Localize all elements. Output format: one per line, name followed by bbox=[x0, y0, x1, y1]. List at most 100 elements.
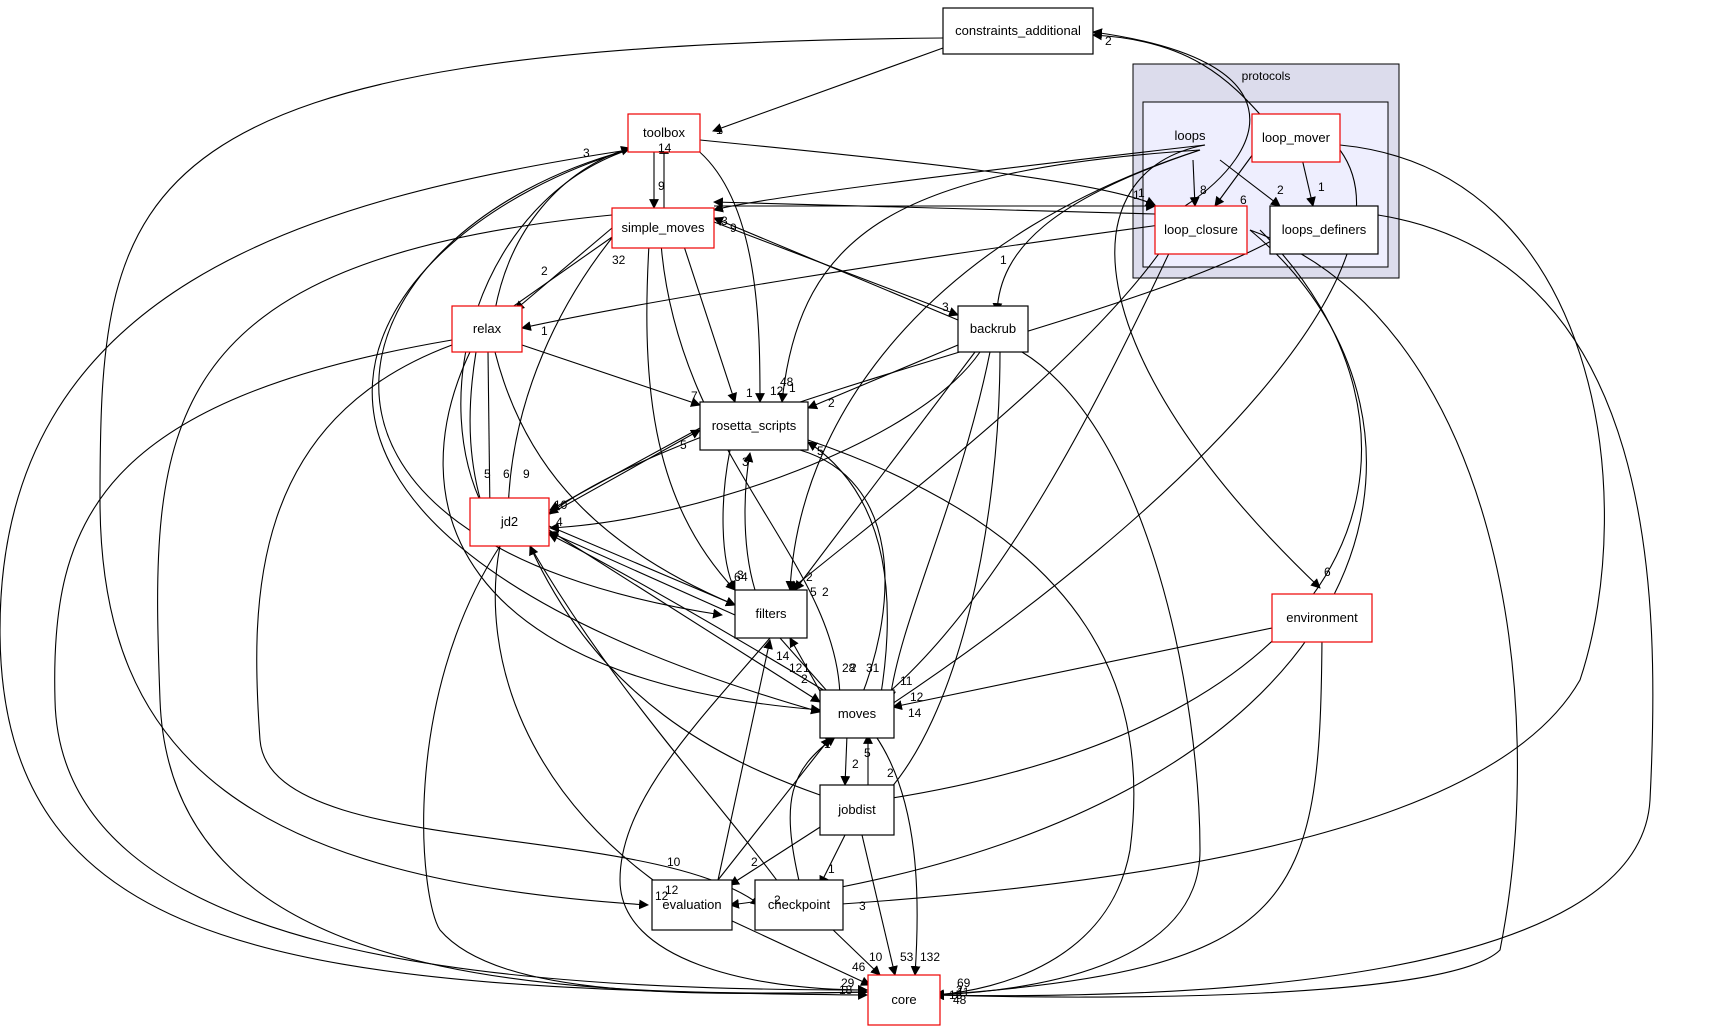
edge-count-label: 6 bbox=[734, 570, 741, 584]
edge-count-label: 2 bbox=[774, 893, 781, 907]
edge-count-label: 46 bbox=[852, 960, 866, 974]
edge-relax-to-jd2-b bbox=[469, 351, 487, 516]
edge-count-label: 3 bbox=[942, 300, 949, 314]
node-jd2[interactable]: jd2 bbox=[469, 497, 550, 547]
edge-loops-to-loops_definers bbox=[1219, 159, 1281, 207]
edge-loop_closure-to-moves bbox=[879, 229, 1181, 701]
edge-filters-to-core bbox=[619, 637, 868, 995]
node-box bbox=[819, 784, 895, 836]
edge-count-label: 1 bbox=[1318, 180, 1325, 194]
edge-count-label: 9 bbox=[730, 221, 737, 235]
edge-count-label: 2 bbox=[822, 585, 829, 599]
node-relax[interactable]: relax bbox=[451, 305, 523, 353]
node-toolbox[interactable]: toolbox bbox=[627, 113, 701, 153]
node-jobdist[interactable]: jobdist bbox=[819, 784, 895, 836]
node-box bbox=[1251, 113, 1341, 163]
edge-jd2-to-checkpoint bbox=[529, 545, 796, 906]
edge-count-label: 10 bbox=[667, 855, 681, 869]
edge-jobdist-to-checkpoint bbox=[819, 834, 846, 886]
edge-count-label: 8 bbox=[1200, 183, 1207, 197]
node-box bbox=[1154, 205, 1248, 255]
edge-loop_closure-to-simple_moves bbox=[713, 197, 1156, 215]
edge-simple_moves-to-rosetta bbox=[677, 227, 737, 403]
edge-count-label: 4 bbox=[556, 515, 563, 529]
node-loop-closure[interactable]: loop_closure bbox=[1154, 205, 1248, 255]
edge-count-label: 4 bbox=[741, 570, 748, 584]
edge-checkpoint-to-moves bbox=[789, 736, 836, 886]
edge-loop_mover-to-constraints bbox=[1092, 30, 1266, 121]
node-label: loop_mover bbox=[1262, 130, 1331, 145]
edge-toolbox-to-rosetta bbox=[694, 147, 765, 403]
node-label: moves bbox=[838, 706, 877, 721]
node-constraints-additional[interactable]: constraints_additional bbox=[942, 7, 1094, 55]
edge-jd2-to-filters bbox=[548, 525, 736, 607]
edge-count-label: 5 bbox=[680, 438, 687, 452]
node-core[interactable]: core bbox=[867, 974, 941, 1026]
edge-count-label: 48 bbox=[780, 375, 794, 389]
edge-backrub-to-core bbox=[934, 351, 1201, 1000]
node-simple-moves[interactable]: simple_moves bbox=[611, 207, 715, 249]
edge-jobdist-to-jd2 bbox=[529, 545, 821, 796]
edge-simple_moves-to-jd2 bbox=[503, 227, 621, 516]
edge-moves-to-core bbox=[874, 734, 921, 976]
node-box bbox=[734, 589, 808, 639]
edge-jd2-to-rosetta bbox=[549, 429, 701, 515]
node-box bbox=[1271, 593, 1373, 643]
node-label: relax bbox=[473, 321, 502, 336]
node-loops-definers[interactable]: loops_definers bbox=[1269, 205, 1379, 255]
edge-count-label: 6 bbox=[1240, 193, 1247, 207]
edge-moves-to-rosetta bbox=[807, 441, 888, 701]
edge-count-label: 14 bbox=[658, 141, 672, 155]
edge-count-label: 2 bbox=[541, 264, 548, 278]
edge-count-label: 3 bbox=[721, 214, 728, 228]
edge-relax-to-core bbox=[54, 339, 868, 995]
node-evaluation[interactable]: evaluation bbox=[651, 879, 733, 931]
edge-loop_mover-to-loop_closure bbox=[1214, 149, 1257, 207]
edge-relax-to-checkpoint bbox=[256, 344, 761, 906]
edge-rosetta-to-core bbox=[807, 439, 1135, 1000]
edge-count-label: 2 bbox=[852, 757, 859, 771]
edge-count-label: 31 bbox=[866, 661, 880, 675]
edge-count-label: 5 bbox=[484, 467, 491, 481]
node-checkpoint[interactable]: checkpoint bbox=[754, 879, 844, 931]
node-label: checkpoint bbox=[768, 897, 831, 912]
edge-filters-to-rosetta bbox=[743, 452, 756, 591]
node-label: jd2 bbox=[500, 514, 518, 529]
edge-rosetta-to-jd2 bbox=[549, 427, 701, 511]
node-environment[interactable]: environment bbox=[1271, 593, 1373, 643]
node-box bbox=[451, 305, 523, 353]
edge-count-label: 11 bbox=[957, 985, 970, 999]
edge-count-label: 11 bbox=[900, 674, 913, 688]
edge-count-label: 132 bbox=[920, 950, 940, 964]
node-label: rosetta_scripts bbox=[712, 418, 797, 433]
edge-loop_closure-to-relax bbox=[521, 224, 1161, 331]
edge-evaluation-to-filters bbox=[717, 639, 773, 881]
edge-relax-to-jd2 bbox=[484, 351, 495, 516]
edge-count-label: 3 bbox=[583, 146, 590, 160]
node-loops[interactable]: loops bbox=[1174, 128, 1206, 143]
node-rosetta-scripts[interactable]: rosetta_scripts bbox=[699, 401, 809, 451]
edge-loops_definers-to-core bbox=[934, 214, 1654, 1001]
node-backrub[interactable]: backrub bbox=[957, 305, 1029, 353]
node-label: filters bbox=[755, 606, 787, 621]
edge-simple_moves-to-core bbox=[157, 214, 868, 998]
edge-count-label: 14 bbox=[776, 649, 790, 663]
node-filters[interactable]: filters bbox=[734, 589, 808, 639]
edge-jd2-to-evaluation bbox=[494, 545, 691, 906]
node-moves[interactable]: moves bbox=[819, 689, 895, 739]
edges bbox=[0, 28, 1654, 1001]
node-label: toolbox bbox=[643, 125, 685, 140]
edge-simple_moves-to-relax bbox=[514, 227, 613, 311]
edge-backrub-to-jd2 bbox=[549, 351, 981, 533]
edge-simple_moves-to-filters bbox=[646, 227, 736, 591]
edge-loop_closure-to-constraints bbox=[1092, 28, 1251, 207]
edge-moves-to-filters bbox=[789, 637, 826, 701]
edge-evaluation-to-moves bbox=[717, 737, 831, 881]
edge-count-label: 12 bbox=[910, 690, 924, 704]
edge-count-label: 2 bbox=[850, 661, 857, 675]
edge-count-label: 12 bbox=[665, 883, 679, 897]
edge-relax-to-moves bbox=[442, 351, 821, 715]
node-loop-mover[interactable]: loop_mover bbox=[1251, 113, 1341, 163]
node-box bbox=[942, 7, 1094, 55]
